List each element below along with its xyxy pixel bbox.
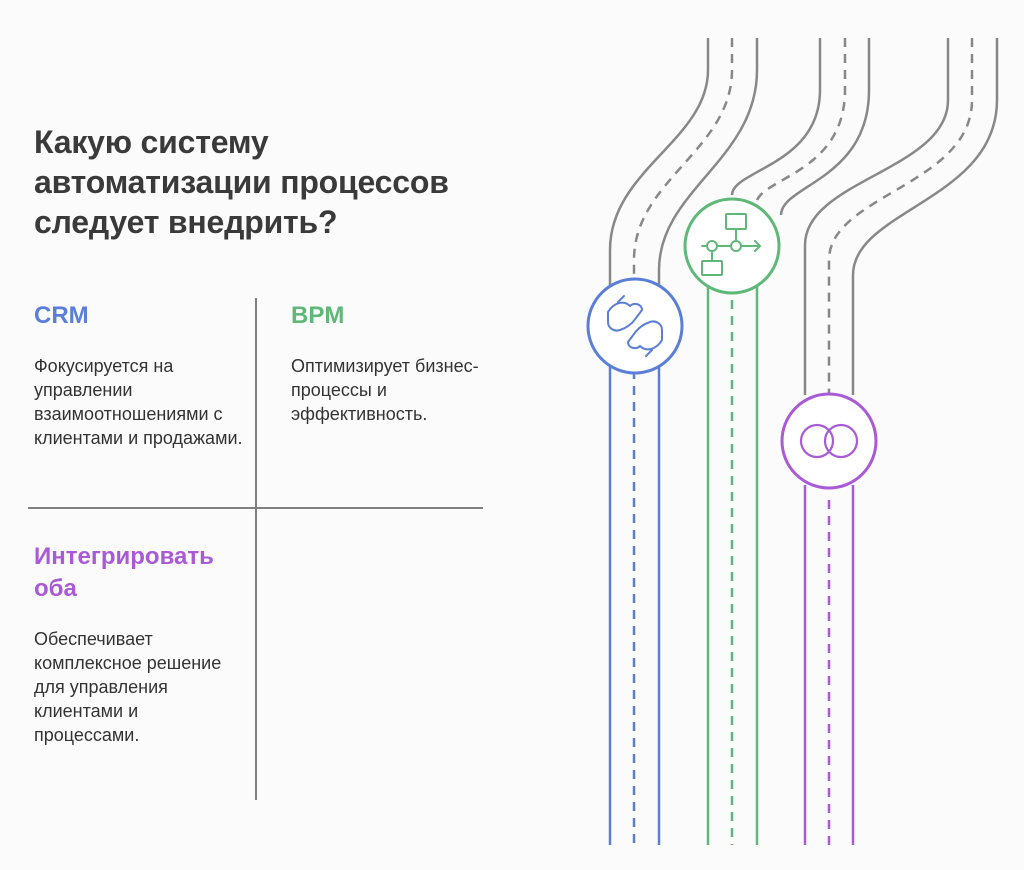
quadrant-divider-horizontal [28,507,483,509]
option-both-description: Обеспечивает комплексное решение для упр… [34,629,222,745]
both-badge [780,392,878,490]
overlapping-circles-icon [799,423,859,459]
flowchart-icon [701,213,761,276]
option-both: Интегрировать оба Обеспечивает комплексн… [34,541,244,747]
option-bpm: BPM Оптимизирует бизнес-процессы и эффек… [291,300,491,426]
road-bpm [706,38,871,845]
option-crm-heading: CRM [34,302,89,329]
handshake-icon [607,295,663,357]
bpm-badge [683,197,781,295]
option-crm-description: Фокусируется на управлении взаимоотношен… [34,356,243,448]
crm-badge [586,277,684,375]
option-bpm-heading: BPM [291,302,345,329]
quadrant-divider-vertical [255,298,257,800]
option-both-heading: Интегрировать оба [34,543,214,602]
page-title: Какую систему автоматизации процессов сл… [34,124,449,240]
road-crm [608,38,759,845]
option-bpm-description: Оптимизирует бизнес-процессы и эффективн… [291,356,479,424]
road-both [803,38,999,845]
option-crm: CRM Фокусируется на управлении взаимоотн… [34,300,244,450]
